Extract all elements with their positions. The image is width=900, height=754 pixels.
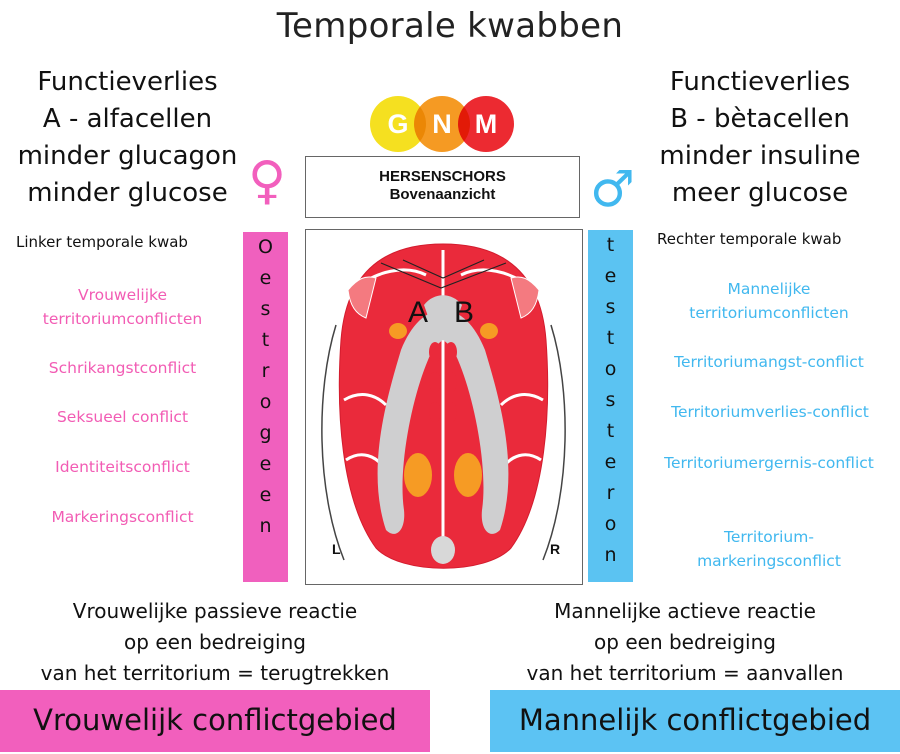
cortex-header-box: HERSENSCHORS Bovenaanzicht [305, 156, 580, 218]
left-conflict-item: Identiteitsconflict [55, 458, 190, 476]
logo-circle-m: M [458, 96, 514, 152]
left-conflict-item: Vrouwelijke territoriumconflicten [10, 283, 235, 331]
left-lobe-label: Linker temporale kwab [16, 233, 188, 251]
right-conflict-item: Mannelijke territoriumconflicten [689, 280, 849, 322]
female-symbol-icon: ♀ [248, 151, 287, 211]
right-heading-line: Functieverlies [669, 67, 851, 97]
left-reaction-line: op een bedreiging [124, 630, 306, 654]
right-lobe-label: Rechter temporale kwab [657, 230, 842, 248]
left-heading: Functieverlies A - alfacellen minder glu… [0, 64, 255, 212]
right-reaction-line: op een bedreiging [594, 630, 776, 654]
bar-letter: t [606, 234, 615, 256]
brain-top-view-illustration: A B L R [321, 243, 566, 569]
left-reaction-line: van het territorium = terugtrekken [40, 661, 390, 685]
left-heading-line: Functieverlies [37, 67, 218, 97]
bar-letter: g [259, 422, 272, 444]
bar-letter: e [604, 451, 617, 473]
right-heading-line: meer glucose [671, 178, 849, 208]
left-conflict-item: Schrikangstconflict [48, 359, 197, 377]
right-conflict-item: Territoriumverlies-conflict [671, 403, 869, 421]
logo-circle-n: N [414, 96, 470, 152]
bar-letter: t [606, 420, 615, 442]
bar-letter: s [260, 298, 271, 320]
bar-letter: o [604, 358, 617, 380]
right-heading-line: B - bètacellen [670, 104, 850, 134]
male-symbol-icon: ♂ [590, 160, 635, 218]
bar-letter: s [605, 296, 616, 318]
left-reaction: Vrouwelijke passieve reactie op een bedr… [0, 596, 430, 689]
bar-letter: r [606, 482, 615, 504]
label-l: L [332, 541, 341, 557]
right-reaction-line: van het territorium = aanvallen [526, 661, 844, 685]
label-r: R [550, 541, 560, 557]
male-conflict-banner: Mannelijk conflictgebied [490, 690, 900, 752]
right-conflict-item: Territorium-markeringsconflict [697, 528, 841, 570]
right-reaction: Mannelijke actieve reactie op een bedrei… [480, 596, 890, 689]
cortex-subtitle: Bovenaanzicht [389, 186, 496, 203]
bar-letter: n [259, 515, 272, 537]
right-heading: Functieverlies B - bètacellen minder ins… [640, 64, 880, 212]
left-heading-line: A - alfacellen [42, 104, 213, 134]
bar-letter: e [259, 484, 272, 506]
bar-letter: O [258, 236, 273, 258]
bar-letter: t [261, 329, 270, 351]
left-heading-line: minder glucagon [17, 141, 238, 171]
page-title: Temporale kwabben [276, 6, 624, 46]
left-reaction-line: Vrouwelijke passieve reactie [72, 599, 358, 623]
right-conflict-item: Territoriumergernis-conflict [664, 454, 874, 472]
bar-letter: o [604, 513, 617, 535]
left-conflict-item: Markeringsconflict [51, 508, 194, 526]
left-heading-line: minder glucose [27, 178, 228, 208]
right-reaction-line: Mannelijke actieve reactie [554, 599, 816, 623]
right-heading-line: minder insuline [659, 141, 861, 171]
left-conflict-item: Seksueel conflict [56, 408, 189, 426]
cortex-title: HERSENSCHORS [379, 168, 506, 185]
bar-letter: r [261, 360, 270, 382]
bar-letter: o [259, 391, 272, 413]
right-conflict-item: Territoriumangst-conflict [674, 353, 864, 371]
brain-diagram: A B L R [305, 229, 583, 585]
label-a: A [408, 296, 428, 329]
left-conflict-text: Vrouwelijke territoriumconflicten [42, 286, 203, 328]
label-b: B [454, 296, 474, 329]
bar-letter: s [605, 389, 616, 411]
female-conflict-banner: Vrouwelijk conflictgebied [0, 690, 430, 752]
bar-letter: e [259, 267, 272, 289]
bar-letter: e [604, 265, 617, 287]
bar-letter: t [606, 327, 615, 349]
bar-letter: e [259, 453, 272, 475]
bar-letter: n [604, 544, 617, 566]
